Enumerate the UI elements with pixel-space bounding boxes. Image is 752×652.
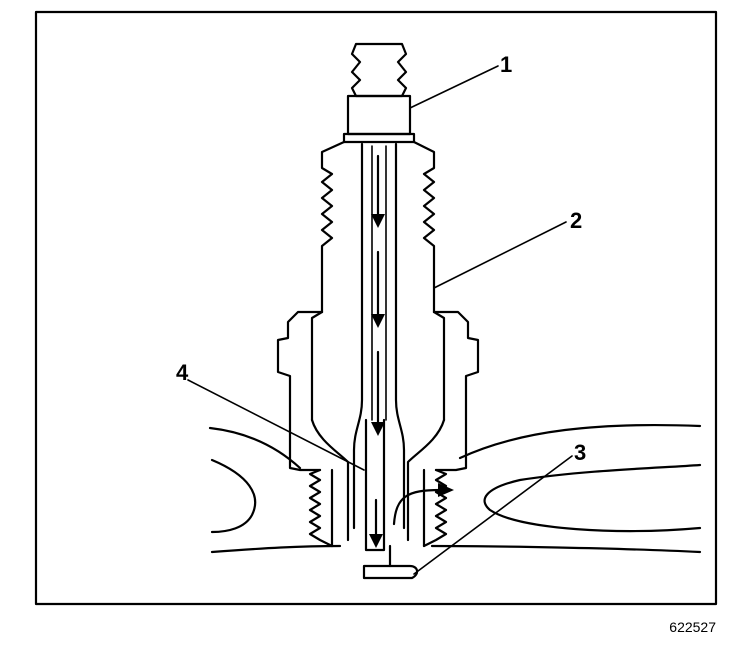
terminal-nut <box>342 42 416 144</box>
leader-4 <box>187 379 365 471</box>
callout-2: 2 <box>570 208 582 233</box>
spark-plug <box>276 42 480 580</box>
callout-4: 4 <box>176 360 189 385</box>
callout-3: 3 <box>574 440 586 465</box>
figure-id: 622527 <box>669 619 716 635</box>
center-electrode <box>352 142 406 552</box>
leader-2 <box>433 221 567 289</box>
diagram-frame <box>34 10 718 606</box>
callout-leaders <box>187 65 573 575</box>
callout-1: 1 <box>500 52 512 77</box>
cylinder-head <box>208 423 702 554</box>
leader-1 <box>409 65 499 109</box>
leader-3 <box>413 455 573 575</box>
insulator <box>310 140 446 422</box>
metal-shell <box>276 310 480 548</box>
